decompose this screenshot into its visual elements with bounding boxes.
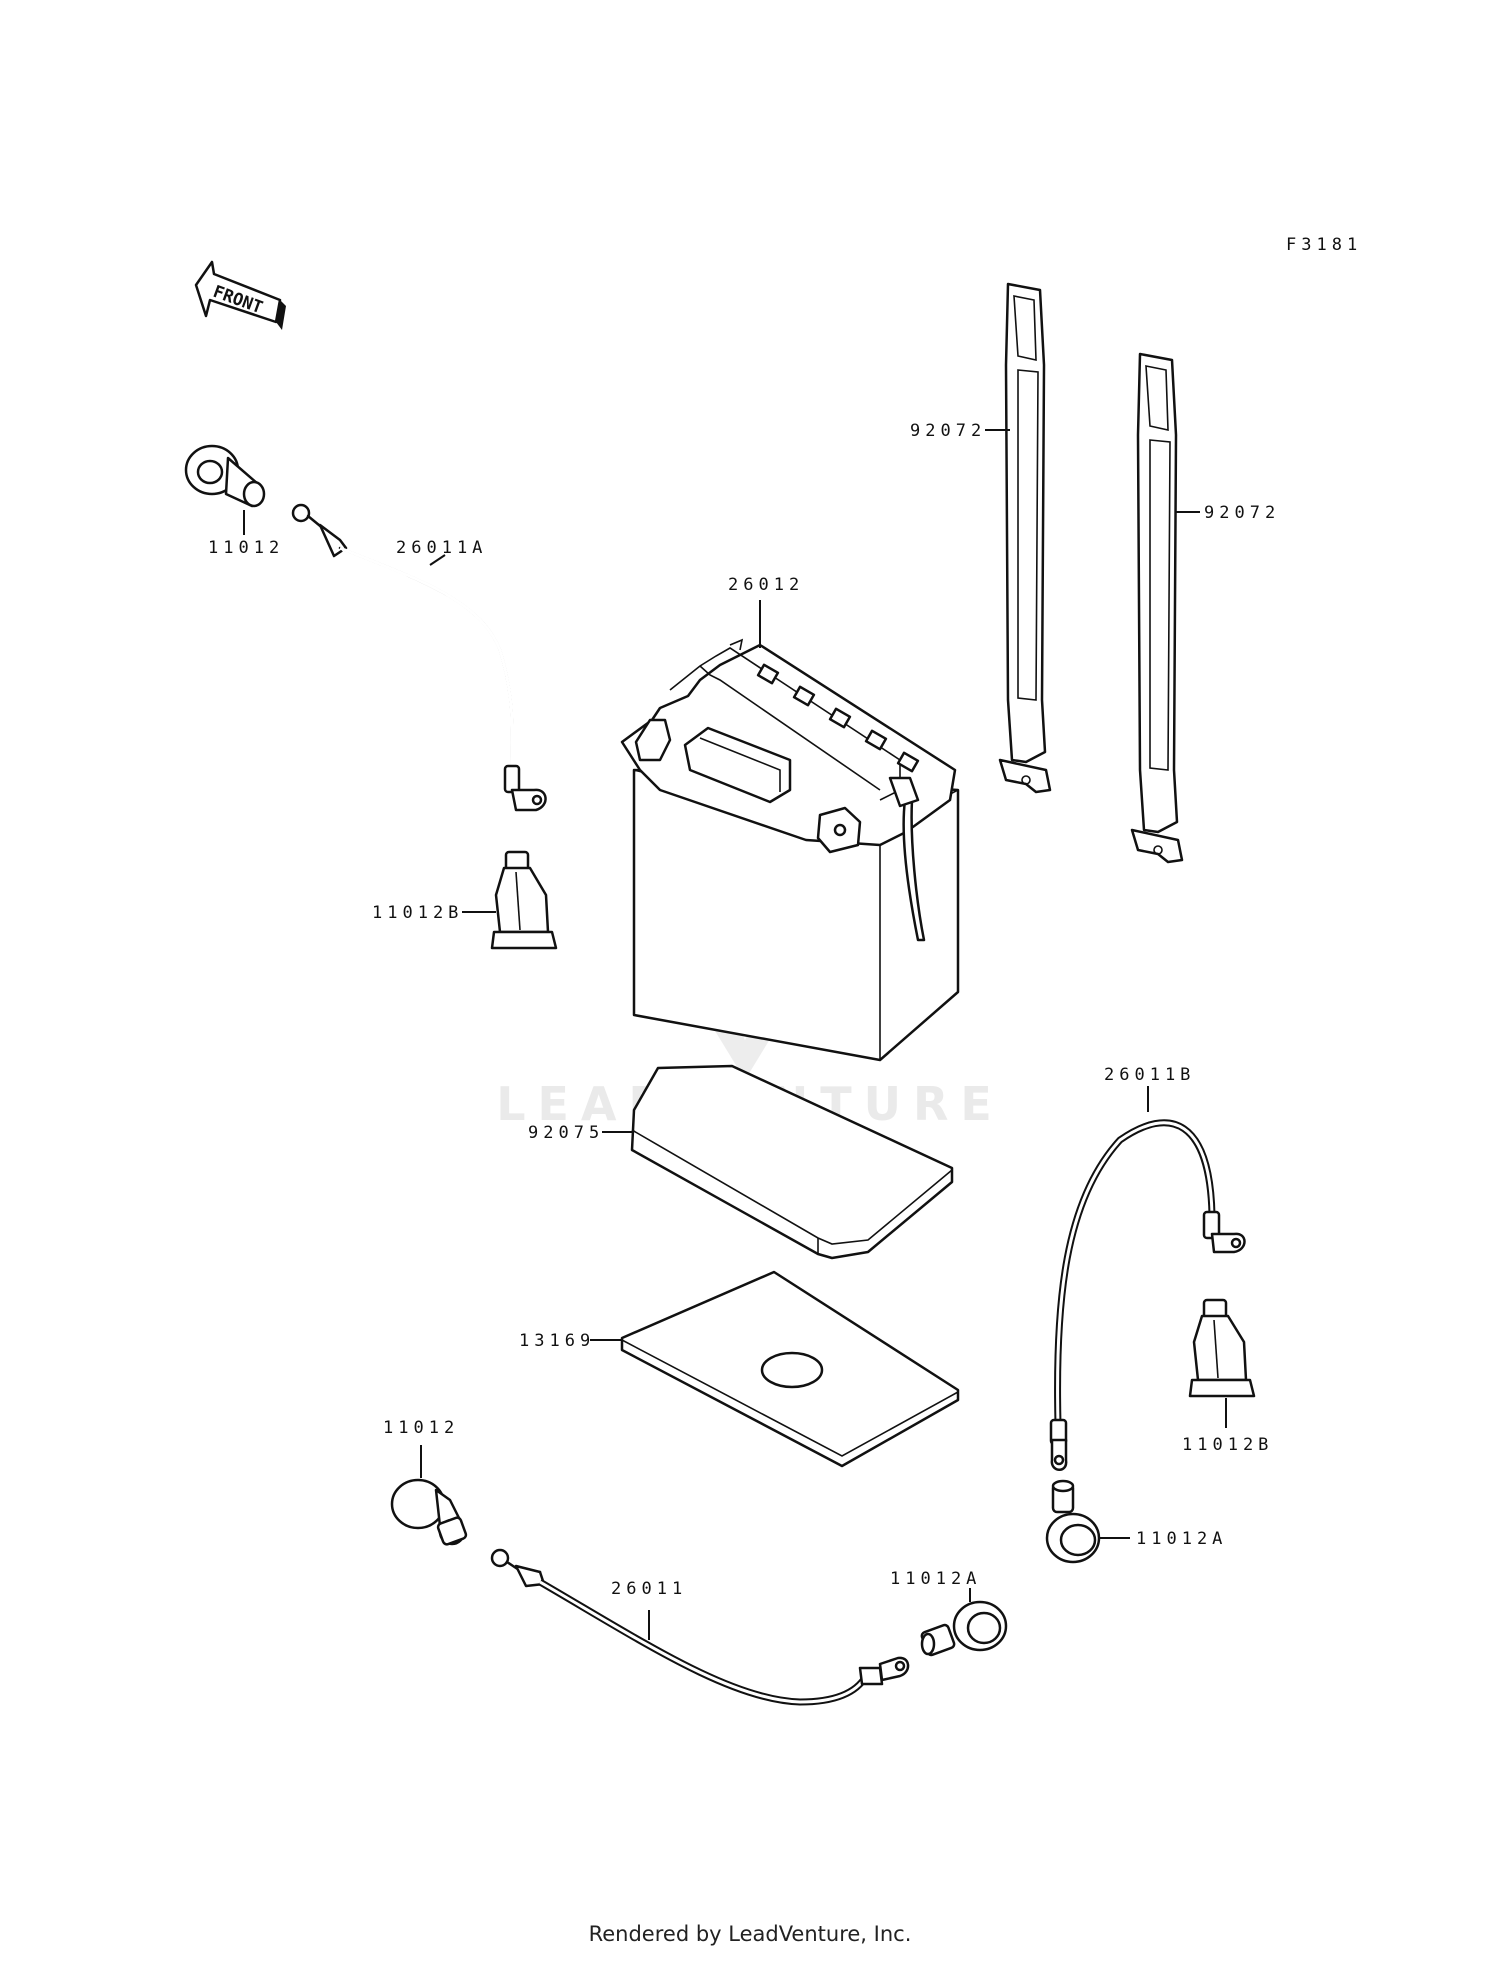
terminal-cap-11012-top[interactable] [184,444,266,508]
terminal-boot-11012B-right[interactable] [1188,1298,1256,1398]
callout-92072-right: 92072 [1204,503,1280,523]
callout-92072-left: 92072 [910,421,986,441]
callout-11012-bottom: 11012 [383,1418,459,1438]
callout-11012A-right: 11012A [1136,1529,1227,1549]
cable-26011B[interactable] [1049,1119,1246,1471]
figure-code: F3181 [1286,235,1362,255]
battery-26012[interactable] [620,638,960,1062]
callout-11012-top: 11012 [208,538,284,558]
cable-26011A[interactable] [291,503,547,812]
cable-26011[interactable] [490,1548,910,1706]
callout-11012B-left: 11012B [372,903,463,923]
terminal-cap-11012-bottom[interactable] [390,1478,468,1546]
footer-credit: Rendered by LeadVenture, Inc. [588,1922,912,1946]
sheet-13169[interactable] [620,1270,960,1468]
strap-92072-right[interactable] [1130,352,1184,864]
callout-11012B-right: 11012B [1182,1435,1273,1455]
callout-26011A: 26011A [396,538,487,558]
callout-13169: 13169 [519,1331,595,1351]
pad-92075[interactable] [630,1064,954,1260]
front-arrow-icon: FRONT [194,260,286,330]
callout-11012A-mid: 11012A [890,1569,981,1589]
callout-26011B: 26011B [1104,1065,1195,1085]
terminal-boot-11012B-left[interactable] [490,850,558,950]
terminal-cap-11012A-right[interactable] [1045,1479,1101,1564]
callout-26012: 26012 [728,575,804,595]
callout-26011: 26011 [611,1579,687,1599]
strap-92072-left[interactable] [998,282,1052,794]
terminal-cap-11012A-mid[interactable] [920,1600,1008,1657]
callout-92075: 92075 [528,1123,604,1143]
